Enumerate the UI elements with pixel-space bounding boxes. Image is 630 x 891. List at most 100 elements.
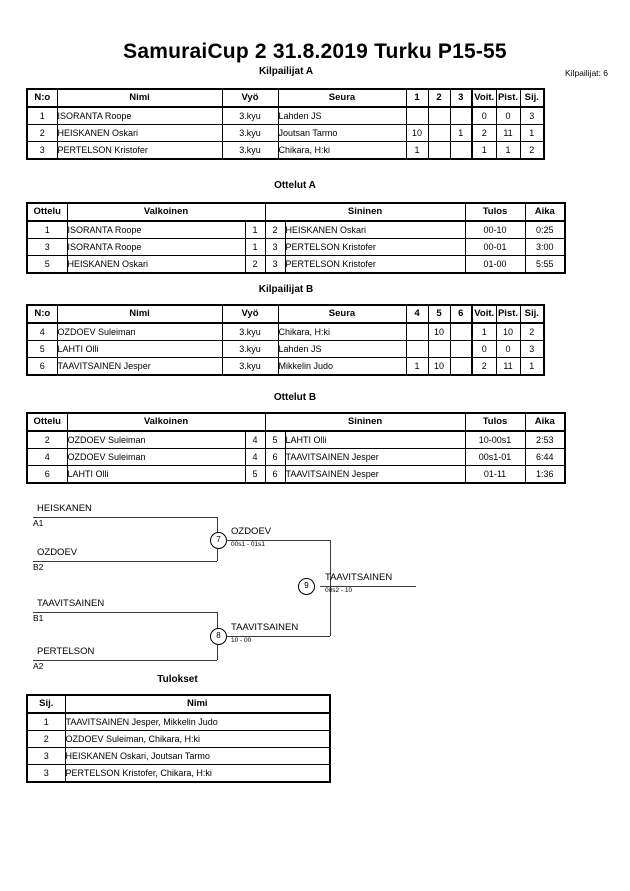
results-table: Sij. Nimi 1 TAAVITSAINEN Jesper, Mikkeli… (26, 694, 331, 783)
cell-match-no: 4 (26, 448, 68, 466)
table-header-row: Ottelu Valkoinen Sininen Tulos Aika (26, 202, 566, 222)
cell-name: OZDOEV Suleiman (56, 322, 223, 341)
cell-belt: 3.kyu (221, 340, 279, 358)
col-belt: Vyö (221, 304, 279, 324)
bracket-node-score: 00s2 - 10 (325, 587, 353, 594)
cell-name: LAHTI Olli (56, 340, 223, 358)
cell-blue-no: 6 (264, 448, 286, 466)
bracket-node-score: 10 - 00 (231, 637, 252, 644)
cell-blue-no: 6 (264, 465, 286, 484)
cell-white-no: 4 (244, 448, 266, 466)
cell-belt: 3.kyu (221, 124, 279, 142)
page-title: SamuraiCup 2 31.8.2019 Turku P15-55 (123, 40, 507, 63)
col-no: N:o (26, 88, 58, 108)
cell-score-5: 10 (427, 322, 451, 341)
cell-wins: 1 (471, 322, 497, 341)
cell-blue: PERTELSON Kristofer (284, 238, 466, 256)
table-row: 2 HEISKANEN Oskari 3.kyu Joutsan Tarmo 1… (26, 124, 545, 142)
cell-no: 6 (26, 357, 58, 376)
cell-time: 2:53 (524, 430, 566, 449)
col-white: Valkoinen (66, 202, 266, 222)
col-blue: Sininen (264, 412, 466, 432)
col-club: Seura (277, 88, 407, 108)
col-opp-1: 1 (405, 88, 429, 108)
cell-time: 0:25 (524, 220, 566, 239)
cell-no: 4 (26, 322, 58, 341)
col-wins: Voit. (471, 88, 497, 108)
col-opp-3: 3 (449, 88, 473, 108)
cell-match-no: 6 (26, 465, 68, 484)
cell-score-5 (427, 340, 451, 358)
col-result: Tulos (464, 412, 526, 432)
bracket-line (217, 517, 218, 561)
cell-name: ISORANTA Roope (56, 106, 223, 125)
pool-b-table: N:o Nimi Vyö Seura 4 5 6 Voit. Pist. Sij… (26, 304, 545, 376)
cell-match-no: 1 (26, 220, 68, 239)
caption-pool-a: Kilpailijat A (258, 66, 314, 77)
cell-white: LAHTI Olli (66, 465, 246, 484)
col-white: Valkoinen (66, 412, 266, 432)
col-rank: Sij. (26, 694, 66, 714)
cell-score-1: 10 (405, 124, 429, 142)
table-row: 6 TAAVITSAINEN Jesper 3.kyu Mikkelin Jud… (26, 357, 545, 376)
cell-club: Chikara, H:ki (277, 141, 407, 160)
cell-time: 6:44 (524, 448, 566, 466)
bracket-entry-name: PERTELSON (37, 646, 95, 657)
table-row: 3 HEISKANEN Oskari, Joutsan Tarmo (26, 747, 331, 765)
cell-rank: 2 (519, 322, 545, 341)
caption-results: Tulokset (157, 674, 198, 685)
cell-result: 01-00 (464, 255, 526, 274)
cell-result: 10-00s1 (464, 430, 526, 449)
cell-blue: PERTELSON Kristofer (284, 255, 466, 274)
cell-score-4 (405, 322, 429, 341)
cell-score-4 (405, 340, 429, 358)
col-opp-2: 2 (427, 88, 451, 108)
bracket-line (33, 660, 217, 661)
table-row: 1 ISORANTA Roope 3.kyu Lahden JS 0 0 3 (26, 106, 545, 125)
col-time: Aika (524, 202, 566, 222)
col-wins: Voit. (471, 304, 497, 324)
cell-belt: 3.kyu (221, 322, 279, 341)
cell-result: 01-11 (464, 465, 526, 484)
cell-points: 0 (495, 106, 521, 125)
caption-matches-a: Ottelut A (274, 180, 316, 191)
cell-score-1 (405, 106, 429, 125)
cell-result: 00s1-01 (464, 448, 526, 466)
cell-name: PERTELSON Kristofer (56, 141, 223, 160)
cell-name: HEISKANEN Oskari, Joutsan Tarmo (64, 747, 331, 765)
cell-score-2 (427, 106, 451, 125)
cell-score-6 (449, 357, 473, 376)
cell-blue: LAHTI Olli (284, 430, 466, 449)
table-row: 3 ISORANTA Roope 1 3 PERTELSON Kristofer… (26, 238, 566, 256)
cell-score-3 (449, 141, 473, 160)
cell-no: 5 (26, 340, 58, 358)
cell-white: OZDOEV Suleiman (66, 430, 246, 449)
col-opp-5: 5 (427, 304, 451, 324)
cell-score-6 (449, 340, 473, 358)
bracket-entry-name: OZDOEV (37, 547, 78, 558)
cell-match-no: 5 (26, 255, 68, 274)
cell-time: 1:36 (524, 465, 566, 484)
cell-club: Mikkelin Judo (277, 357, 407, 376)
bracket-node-9: 9 (298, 578, 315, 595)
entrants-count: Kilpailijat: 6 (565, 68, 608, 78)
cell-club: Lahden JS (277, 340, 407, 358)
bracket-node-winner: TAAVITSAINEN (231, 622, 299, 633)
cell-rank: 3 (26, 764, 66, 783)
cell-blue-no: 2 (264, 220, 286, 239)
cell-white: ISORANTA Roope (66, 238, 246, 256)
cell-blue-no: 5 (264, 430, 286, 449)
table-row: 2 OZDOEV Suleiman, Chikara, H:ki (26, 730, 331, 748)
col-blue: Sininen (264, 202, 466, 222)
cell-rank: 3 (519, 340, 545, 358)
col-rank: Sij. (519, 88, 545, 108)
pool-a-table: N:o Nimi Vyö Seura 1 2 3 Voit. Pist. Sij… (26, 88, 545, 160)
table-row: 3 PERTELSON Kristofer, Chikara, H:ki (26, 764, 331, 783)
cell-score-2 (427, 141, 451, 160)
cell-blue: HEISKANEN Oskari (284, 220, 466, 239)
bracket-entry-name: TAAVITSAINEN (37, 598, 105, 609)
col-no: N:o (26, 304, 58, 324)
cell-name: TAAVITSAINEN Jesper (56, 357, 223, 376)
col-opp-6: 6 (449, 304, 473, 324)
table-row: 1 TAAVITSAINEN Jesper, Mikkelin Judo (26, 712, 331, 731)
